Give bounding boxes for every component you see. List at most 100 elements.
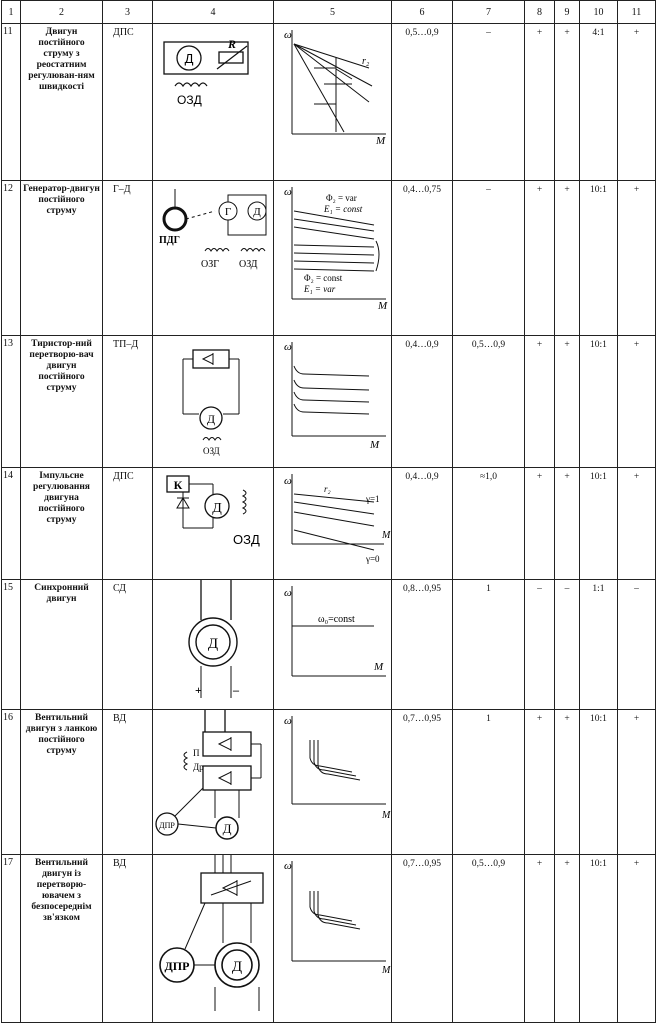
dpr-label: ДПР: [165, 959, 190, 973]
col-header: 3: [102, 0, 153, 24]
efficiency: 0,8…0,95: [391, 579, 453, 710]
regulation-range: 10:1: [579, 467, 618, 580]
motor-label: Д: [207, 412, 215, 426]
graph-cell: ω M r₂ γ=1 γ=0: [273, 467, 392, 580]
drive-name: Імпульсне регулювання двигуна постійного…: [20, 467, 103, 580]
efficiency: 0,4…0,9: [391, 467, 453, 580]
legend-line: E₁ = const: [323, 204, 363, 214]
header-row: 1 2 3 4 5 6 7 8 9 10 11: [1, 0, 656, 24]
resistor-label: R: [227, 37, 236, 51]
col9: +: [554, 709, 580, 855]
col8: +: [524, 23, 555, 181]
col9: +: [554, 23, 580, 181]
graph-cell: ω M r₂: [273, 23, 392, 181]
efficiency: 0,7…0,95: [391, 709, 453, 855]
regulation-range: 10:1: [579, 854, 618, 1023]
legend-line: Φ₂ = const: [304, 273, 343, 283]
scheme-cell: К Д ОЗД: [152, 467, 274, 580]
col11: +: [617, 709, 656, 855]
scheme-cell: Д + –: [152, 579, 274, 710]
x-axis-label: M: [369, 439, 380, 451]
row-number: 13: [1, 335, 21, 468]
drive-name: Вентильний двигун з ланкою постійного ст…: [20, 709, 103, 855]
power-factor: 0,5…0,9: [452, 854, 525, 1023]
col11: +: [617, 467, 656, 580]
table-row: 15 Синхронний двигун СД Д + – ω M ω₀=con…: [1, 579, 656, 710]
graph-cell: ω M Φ₂ = var E₁ = const Φ₂ = const E₁ = …: [273, 180, 392, 336]
power-factor: 0,5…0,9: [452, 335, 525, 468]
col8: +: [524, 335, 555, 468]
curve-label: γ=0: [365, 554, 380, 564]
motor-label: Д: [185, 51, 194, 66]
characteristic-graph: ω M: [284, 715, 391, 821]
col9: +: [554, 467, 580, 580]
table-row: 14 Імпульсне регулювання двигуна постійн…: [1, 467, 656, 580]
power-factor: ≈1,0: [452, 467, 525, 580]
row-number: 15: [1, 579, 21, 710]
table-row: 11 Двигун постійного струму з реостатним…: [1, 23, 656, 181]
generator-label: Г: [225, 206, 231, 218]
table-row: 12 Генератор-двигун постійного струму Г–…: [1, 180, 656, 336]
drive-code: ДПС: [102, 467, 153, 580]
regulation-range: 10:1: [579, 180, 618, 336]
col8: –: [524, 579, 555, 710]
col-header: 11: [617, 0, 656, 24]
x-axis-label: M: [375, 135, 386, 144]
dr-label: Др: [193, 762, 204, 772]
col11: –: [617, 579, 656, 710]
characteristic-graph: ω M ω₀=const: [284, 586, 386, 677]
graph-cell: ω M: [273, 709, 392, 855]
ozg-label: ОЗГ: [201, 259, 219, 270]
circuit-diagram: Д R ОЗД: [163, 37, 249, 107]
row-number: 11: [1, 23, 21, 181]
minus-label: –: [232, 683, 240, 697]
motor-label: Д: [223, 821, 232, 836]
circuit-diagram: П Др ДПР Д: [155, 710, 262, 840]
curve-label: γ=1: [365, 494, 380, 504]
scheme-cell: Д R ОЗД: [152, 23, 274, 181]
coil-label: ОЗД: [233, 532, 260, 547]
legend-line: E₁ = var: [303, 284, 336, 294]
coil-label: ОЗД: [177, 93, 202, 107]
col8: +: [524, 709, 555, 855]
motor-label: Д: [232, 959, 242, 975]
col-header: 5: [273, 0, 392, 24]
graph-cell: ω M: [273, 335, 392, 468]
col8: +: [524, 467, 555, 580]
col-header: 4: [152, 0, 274, 24]
motor-label: Д: [208, 636, 218, 652]
graph-cell: ω M: [273, 854, 392, 1023]
col8: +: [524, 854, 555, 1023]
drive-name: Двигун постійного струму з реостатним ре…: [20, 23, 103, 181]
y-axis-label: ω: [284, 29, 292, 41]
power-factor: 1: [452, 709, 525, 855]
characteristic-graph: ω M r₂: [284, 29, 386, 144]
row-number: 17: [1, 854, 21, 1023]
curve-label: r₂: [324, 484, 331, 494]
table-row: 13 Тиристор-ний перетворю-вач двигун пос…: [1, 335, 656, 468]
col11: +: [617, 180, 656, 336]
col-header: 7: [452, 0, 525, 24]
characteristic-graph: ω M: [284, 860, 391, 976]
circuit-diagram: ПДГ Г Д ОЗГ ОЗД: [159, 189, 267, 270]
characteristic-graph: ω M: [284, 341, 386, 451]
col-header: 8: [524, 0, 555, 24]
circuit-diagram: ДПР Д: [159, 855, 264, 1011]
drive-code: ВД: [102, 854, 153, 1023]
key-label: К: [174, 478, 183, 492]
motor-label: Д: [212, 501, 222, 516]
drive-code: Г–Д: [102, 180, 153, 336]
col-header: 1: [1, 0, 21, 24]
regulation-range: 4:1: [579, 23, 618, 181]
graph-cell: ω M ω₀=const: [273, 579, 392, 710]
col9: +: [554, 180, 580, 336]
characteristic-graph: ω M r₂ γ=1 γ=0: [284, 474, 391, 564]
circuit-diagram: К Д ОЗД: [166, 475, 260, 547]
drive-name: Вентильний двигун із перетворю-ювачем з …: [20, 854, 103, 1023]
y-axis-label: ω: [284, 186, 292, 198]
col9: +: [554, 854, 580, 1023]
drive-code: ТП–Д: [102, 335, 153, 468]
y-axis-label: ω: [284, 475, 292, 487]
drive-code: ДПС: [102, 23, 153, 181]
col-header: 2: [20, 0, 103, 24]
